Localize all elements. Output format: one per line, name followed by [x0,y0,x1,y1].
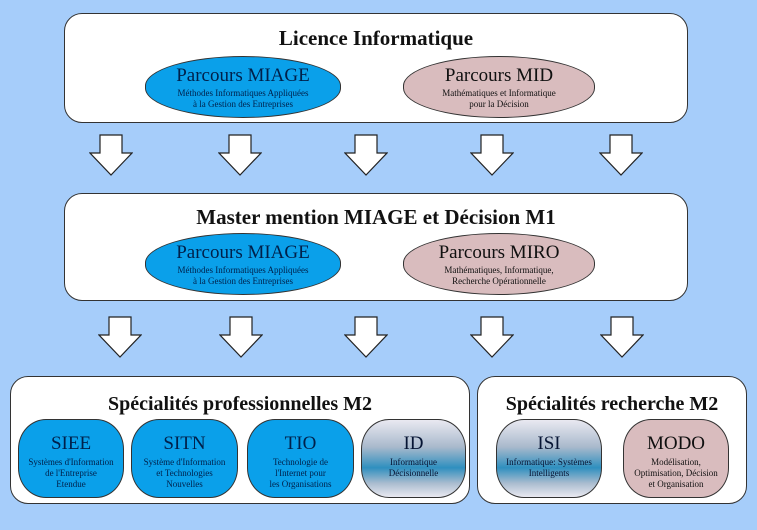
pill-title: Parcours MIAGE [176,65,310,86]
pill-title: Parcours MIRO [438,242,560,263]
spec-desc: Systèmes d'Information [28,457,114,467]
spec-title: SIEE [50,433,92,454]
pill-desc: Mathématiques et Informatique [442,88,556,98]
down-arrow-icon [470,316,514,358]
spec-desc: Optimisation, Décision [634,468,718,478]
spec-desc: Etendue [56,479,86,489]
pro-title: Spécialités professionnelles M2 [107,393,373,415]
down-arrow-icon [89,134,133,176]
pill-desc: Méthodes Informatiques Appliquées [177,265,309,275]
spec-title: ID [403,433,424,454]
pill-title: Parcours MIAGE [176,242,310,263]
spec-desc: les Organisations [269,479,332,489]
master-box: Master mention MIAGE et Décision M1 Parc… [64,193,688,301]
down-arrow-icon [218,134,262,176]
spec-title: MODO [646,433,706,454]
spec-desc: Intelligents [528,468,570,478]
master-parcours-miage: Parcours MIAGE Méthodes Informatiques Ap… [145,233,341,295]
research-title: Spécialités recherche M2 [505,393,719,415]
spec-isi: ISI Informatique: Systèmes Intelligents [496,419,602,498]
spec-desc: Système d'Information [143,457,226,467]
spec-desc: Modélisation, [651,457,701,467]
pill-desc: à la Gestion des Entreprises [193,99,293,109]
down-arrow-icon [470,134,514,176]
spec-title: ISI [537,433,561,454]
spec-desc: Informatique [390,457,437,467]
licence-parcours-mid: Parcours MID Mathématiques et Informatiq… [403,56,595,118]
spec-title: SITN [163,433,206,454]
master-title: Master mention MIAGE et Décision M1 [196,205,556,229]
spec-siee: SIEE Systèmes d'Information de l'Entrepr… [18,419,124,498]
pill-desc: Recherche Opérationnelle [452,276,546,286]
spec-desc: et Organisation [648,479,704,489]
pill-desc: à la Gestion des Entreprises [193,276,293,286]
down-arrow-icon [344,134,388,176]
spec-desc: et Technologies [156,468,213,478]
pill-desc: Mathématiques, Informatique, [444,265,554,275]
master-parcours-miro: Parcours MIRO Mathématiques, Informatiqu… [403,233,595,295]
licence-parcours-miage: Parcours MIAGE Méthodes Informatiques Ap… [145,56,341,118]
spec-tio: TIO Technologie de l'Internet pour les O… [247,419,354,498]
down-arrow-icon [344,316,388,358]
spec-desc: l'Internet pour [275,468,326,478]
spec-desc: Informatique: Systèmes [506,457,592,467]
down-arrow-icon [219,316,263,358]
pill-title: Parcours MID [444,65,554,86]
research-specialities-box: Spécialités recherche M2 ISI Informatiqu… [477,376,747,504]
licence-box: Licence Informatique Parcours MIAGE Méth… [64,13,688,123]
spec-desc: Décisionnelle [388,468,439,478]
spec-title: TIO [284,433,317,454]
down-arrow-icon [98,316,142,358]
spec-desc: Nouvelles [166,479,203,489]
pill-desc: Méthodes Informatiques Appliquées [177,88,309,98]
pro-specialities-box: Spécialités professionnelles M2 SIEE Sys… [10,376,470,504]
pill-desc: pour la Décision [469,99,529,109]
spec-id: ID Informatique Décisionnelle [361,419,466,498]
spec-modo: MODO Modélisation, Optimisation, Décisio… [623,419,729,498]
spec-desc: Technologie de [272,457,329,467]
spec-desc: de l'Entreprise [45,468,97,478]
spec-sitn: SITN Système d'Information et Technologi… [131,419,238,498]
licence-title: Licence Informatique [278,26,474,50]
down-arrow-icon [599,134,643,176]
down-arrow-icon [600,316,644,358]
